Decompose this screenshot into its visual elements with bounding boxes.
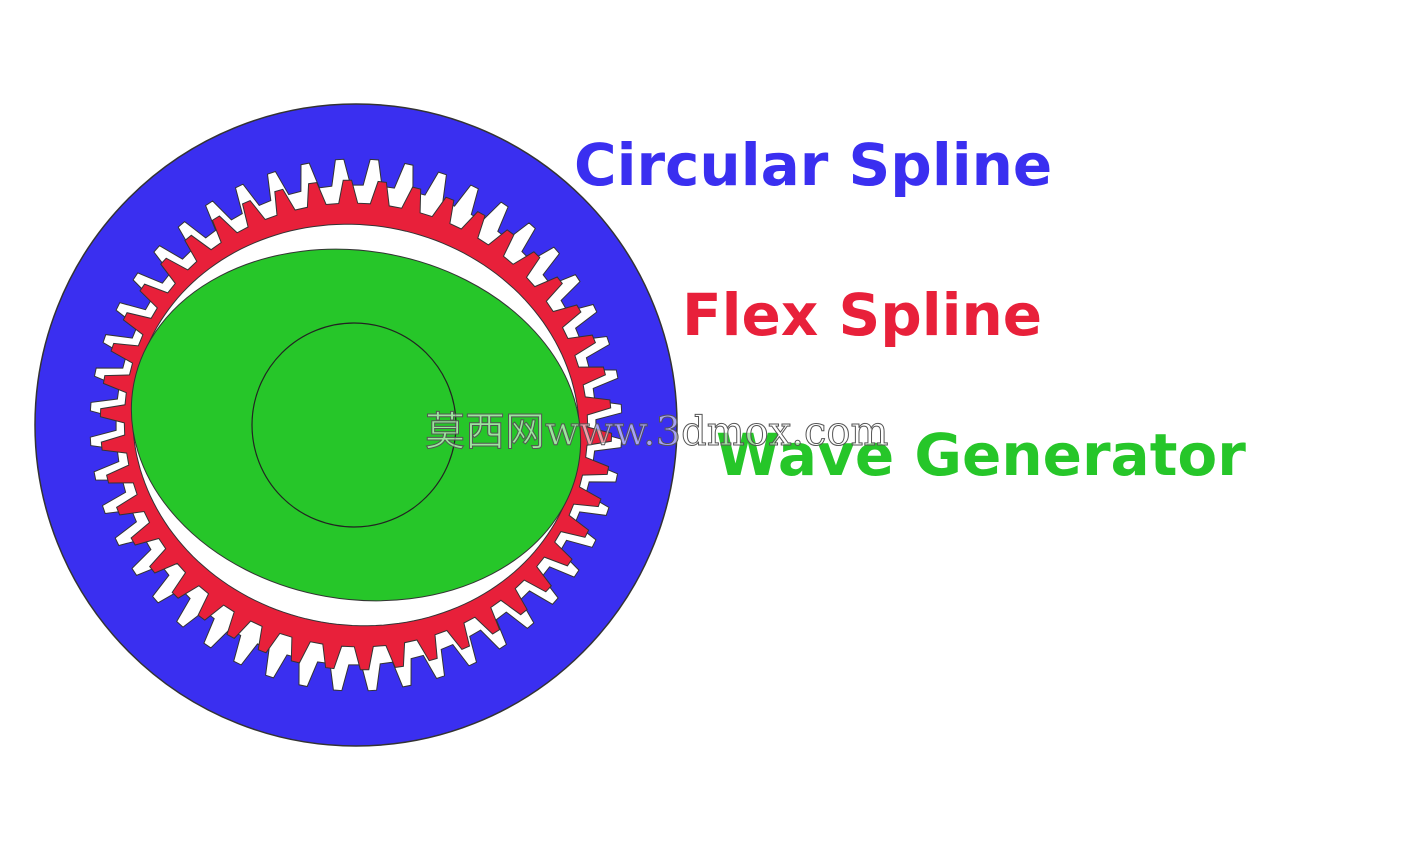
watermark-text: 莫西网www.3dmox.com (425, 409, 888, 455)
wave-generator-hub (251, 322, 457, 528)
flex-spline-label: Flex Spline (682, 281, 1042, 349)
wave-generator-ellipse (130, 248, 582, 602)
circular-spline-label: Circular Spline (574, 131, 1052, 199)
wave-generator-label: Wave Generator (716, 421, 1246, 489)
